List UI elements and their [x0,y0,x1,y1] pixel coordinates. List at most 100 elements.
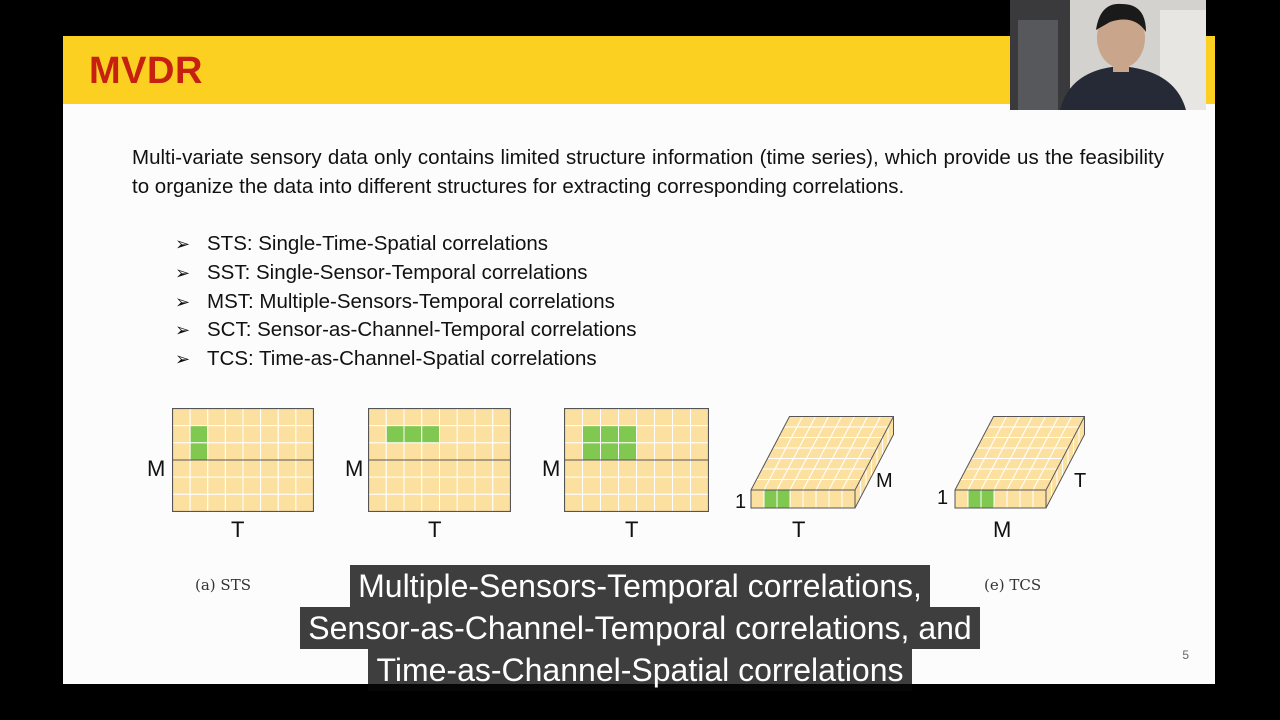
grid-cell [439,459,458,478]
grid-cell [474,459,494,478]
figure-a-bottom-label: T [231,517,245,542]
highlight-cell [763,489,778,509]
grid-cell [277,425,297,444]
grid-cell [1006,489,1021,509]
grid-cell [672,493,691,512]
grid-cell [564,459,583,478]
grid-cell [492,493,511,512]
grid-cell [260,476,279,495]
grid-cell [207,442,226,461]
subtitle-line: Time-as-Channel-Spatial correlations [368,649,912,691]
grid-cell [993,489,1008,509]
grid-cell [172,493,191,512]
grid-cell [456,493,476,512]
grid-cell [672,476,691,495]
grid-cell [582,476,601,495]
grid-cell [654,425,673,444]
grid-cell [385,459,405,478]
grid-cell [654,408,673,427]
grid-cell [492,459,511,478]
arrow-bullet-icon: ➢ [175,262,191,283]
grid-cell [385,442,405,461]
grid-cell [600,493,619,512]
bullet-item: ➢SST: Single-Sensor-Temporal correlation… [175,259,637,288]
figure-c-left-label: M [542,456,561,481]
bullet-item: ➢STS: Single-Time-Spatial correlations [175,230,637,259]
grid-cell [277,442,297,461]
grid-cell [456,425,476,444]
grid-cell [172,408,191,427]
grid-cell [564,442,583,461]
grid-cell [672,459,691,478]
figure-sts-grid [172,408,314,512]
grid-cell [474,425,494,444]
grid-cell [260,425,279,444]
grid-cell [172,425,191,444]
highlight-cell [618,425,637,444]
figure-tcs-block [954,416,1086,509]
grid-cell [277,493,297,512]
grid-cell [492,408,511,427]
grid-cell [260,459,279,478]
highlight-cell [385,425,405,444]
figure-e-side-label: T [1074,470,1087,492]
grid-cell [189,459,209,478]
figure-mst-grid [564,408,709,512]
grid-cell [954,489,969,509]
grid-cell [690,459,709,478]
grid-cell [789,489,804,509]
bullet-item: ➢TCS: Time-as-Channel-Spatial correlatio… [175,345,637,374]
bullet-item: ➢SCT: Sensor-as-Channel-Temporal correla… [175,316,637,345]
page-number: 5 [1182,648,1189,662]
highlight-cell [967,489,982,509]
grid-cell [260,442,279,461]
caption-a: (a) STS [195,576,251,594]
figure-c-bottom-label: T [625,517,639,542]
grid-cell [439,425,458,444]
grid-cell [439,493,458,512]
grid-cell [421,493,440,512]
grid-cell [456,476,476,495]
grid-cell [474,476,494,495]
grid-cell [690,476,709,495]
grid-cell [600,408,619,427]
figure-e-left-label: 1 [937,487,949,509]
figure-sct-block [750,416,894,509]
grid-cell [815,489,830,509]
grid-cell [564,425,583,444]
highlight-cell [189,425,209,444]
bullet-text: STS: Single-Time-Spatial correlations [207,232,549,255]
grid-cell [277,408,297,427]
grid-cell [277,476,297,495]
grid-cell [242,425,262,444]
grid-cell [403,442,423,461]
grid-cell [403,459,423,478]
grid-cell [672,408,691,427]
bullet-text: TCS: Time-as-Channel-Spatial correlation… [207,347,597,371]
grid-cell [368,442,387,461]
grid-cell [242,442,262,461]
grid-cell [368,476,387,495]
grid-cell [690,425,709,444]
grid-cell [456,459,476,478]
intro-paragraph: Multi-variate sensory data only contains… [132,146,1164,198]
grid-cell [654,442,673,461]
grid-cell [636,425,655,444]
grid-cell [260,408,279,427]
arrow-bullet-icon: ➢ [175,291,191,312]
grid-cell [492,442,511,461]
highlight-cell [582,425,601,444]
grid-cell [564,493,583,512]
subtitle-overlay: Multiple-Sensors-Temporal correlations, … [0,565,1280,691]
grid-cell [207,425,226,444]
grid-cell [224,425,244,444]
figure-b-bottom-label: T [428,517,442,542]
grid-cell [172,476,191,495]
grid-cell [277,459,297,478]
figure-d-side-label: M [876,470,893,492]
figure-d-left-label: 1 [735,491,747,513]
grid-cell [242,459,262,478]
highlight-cell [600,425,619,444]
grid-cell [295,408,314,427]
grid-cell [224,493,244,512]
